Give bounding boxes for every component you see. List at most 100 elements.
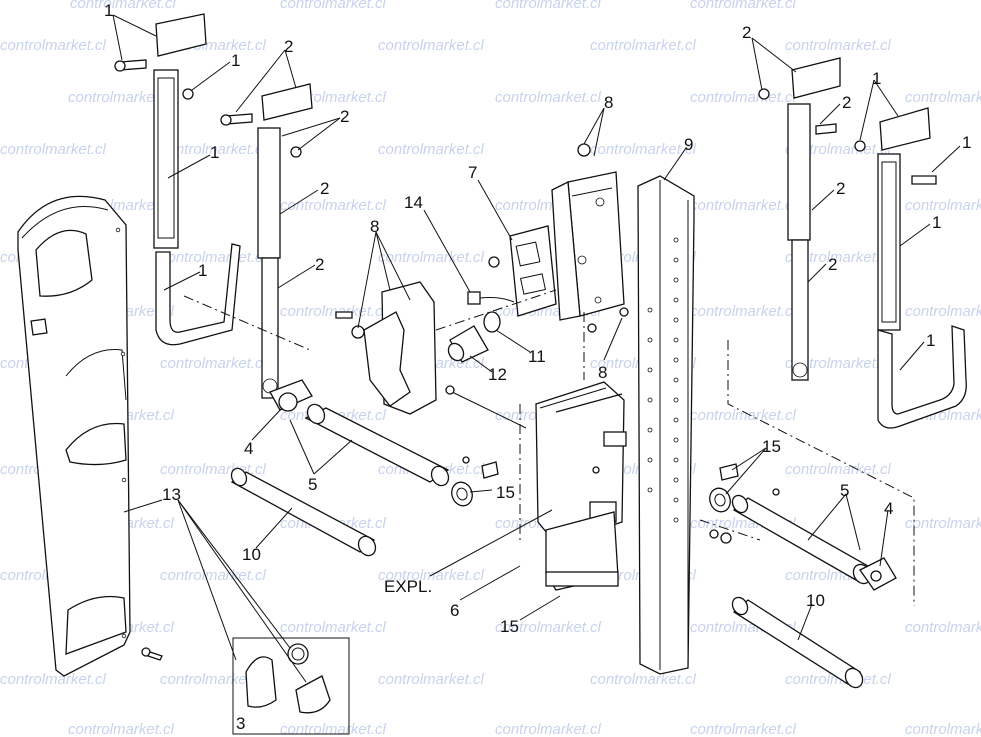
motor-gearbox <box>445 381 627 591</box>
watermark: controlmarket.cl <box>785 249 892 266</box>
watermark: controlmarket.cl <box>68 721 175 737</box>
callout-5: 5 <box>308 475 317 494</box>
callout-4: 4 <box>884 499 893 518</box>
watermark: controlmarket.cl <box>280 303 387 320</box>
watermark: controlmarket.cl <box>785 355 892 372</box>
right-arm-inner <box>758 57 841 381</box>
left-arm-outer <box>114 13 241 346</box>
callout-1: 1 <box>932 213 941 232</box>
watermark: controlmarket.cl <box>905 197 981 214</box>
watermark: controlmarket.cl <box>160 567 267 584</box>
expl-label: EXPL. <box>384 577 432 596</box>
callout-5: 5 <box>840 481 849 500</box>
callout-14: 14 <box>404 193 423 212</box>
callout-10: 10 <box>806 591 825 610</box>
bearing-right-15 <box>709 463 780 544</box>
assembly-lines <box>183 289 915 606</box>
callout-1: 1 <box>210 143 219 162</box>
watermark: controlmarket.cl <box>68 89 175 106</box>
shaft-right-10 <box>731 596 864 689</box>
watermark: controlmarket.cl <box>590 37 697 54</box>
shaft-right-5 <box>731 494 897 591</box>
callout-8: 8 <box>604 93 613 112</box>
watermark: controlmarket.cl <box>378 249 485 266</box>
watermark: controlmarket.cl <box>905 721 981 737</box>
callout-2: 2 <box>340 107 349 126</box>
watermark: controlmarket.cl <box>590 141 697 158</box>
watermark: controlmarket.cl <box>905 515 981 532</box>
watermark: controlmarket.cl <box>690 89 797 106</box>
watermark: controlmarket.cl <box>495 89 602 106</box>
watermark: controlmarket.cl <box>0 37 107 54</box>
callout-10: 10 <box>242 545 261 564</box>
watermark: controlmarket.cl <box>160 671 267 688</box>
callout-2: 2 <box>284 37 293 56</box>
watermark: controlmarket.cl <box>905 89 981 106</box>
watermark: controlmarket.cl <box>905 619 981 636</box>
cover-housing <box>17 195 131 677</box>
callout-labels: 1 1 1 1 1 1 1 1 2 2 2 2 2 2 2 2 3 4 4 5 … <box>104 1 971 733</box>
callout-12: 12 <box>488 365 507 384</box>
callout-1: 1 <box>104 1 113 20</box>
right-arm-outer <box>854 107 967 429</box>
watermark: controlmarket.cl <box>785 461 892 478</box>
callout-2: 2 <box>742 23 751 42</box>
watermark: controlmarket.cl <box>280 619 387 636</box>
shaft-left-10 <box>230 467 377 557</box>
control-box-7 <box>551 143 629 333</box>
screw-cover <box>141 647 163 661</box>
callout-7: 7 <box>468 163 477 182</box>
watermark: controlmarket.cl <box>160 249 267 266</box>
post-holes <box>647 237 679 523</box>
callout-3: 3 <box>236 714 245 733</box>
leader-lines <box>112 14 961 683</box>
watermark: controlmarket.cl <box>495 0 602 12</box>
watermark: controlmarket.cl <box>378 141 485 158</box>
left-arm-inner <box>220 83 313 412</box>
watermark: controlmarket.cl <box>905 303 981 320</box>
callout-1: 1 <box>962 133 971 152</box>
callout-9: 9 <box>684 135 693 154</box>
callout-1: 1 <box>231 51 240 70</box>
callout-11: 11 <box>528 347 546 366</box>
capacitor-11 <box>483 311 501 333</box>
bearing-left-15 <box>451 456 499 507</box>
watermark: controlmarket.cl <box>690 197 797 214</box>
callout-2: 2 <box>828 255 837 274</box>
watermark: controlmarket.cl <box>70 0 177 12</box>
watermark: controlmarket.cl <box>785 37 892 54</box>
shaft-left-5 <box>304 403 450 487</box>
watermark: controlmarket.cl <box>495 721 602 737</box>
callout-2: 2 <box>842 93 851 112</box>
callout-15: 15 <box>500 617 519 636</box>
callout-2: 2 <box>836 179 845 198</box>
callout-2: 2 <box>315 255 324 274</box>
watermark: controlmarket.cl <box>0 141 107 158</box>
watermark: controlmarket.cl <box>0 671 107 688</box>
vertical-post-9 <box>637 175 695 675</box>
callout-1: 1 <box>198 261 207 280</box>
callout-6: 6 <box>450 601 459 620</box>
watermark: controlmarket.cl <box>378 671 485 688</box>
callout-1: 1 <box>872 69 881 88</box>
callout-2: 2 <box>320 179 329 198</box>
callout-8: 8 <box>370 217 379 236</box>
watermark: controlmarket.cl <box>495 619 602 636</box>
watermark: controlmarket.cl <box>160 355 267 372</box>
watermark: controlmarket.cl <box>378 37 485 54</box>
cover-panel-8 <box>335 281 437 415</box>
watermark: controlmarket.cl <box>690 0 797 12</box>
connector-14 <box>467 291 515 305</box>
watermark: controlmarket.cl <box>280 197 387 214</box>
inset-detail-box <box>232 637 350 735</box>
watermark: controlmarket.cl <box>280 0 387 12</box>
capacitor-12 <box>447 325 489 363</box>
watermark: controlmarket.cl <box>690 303 797 320</box>
watermark: controlmarket.cl <box>690 407 797 424</box>
callout-13: 13 <box>162 485 181 504</box>
watermark: controlmarket.cl <box>785 671 892 688</box>
watermark: controlmarket.cl <box>590 671 697 688</box>
callout-1: 1 <box>926 331 935 350</box>
